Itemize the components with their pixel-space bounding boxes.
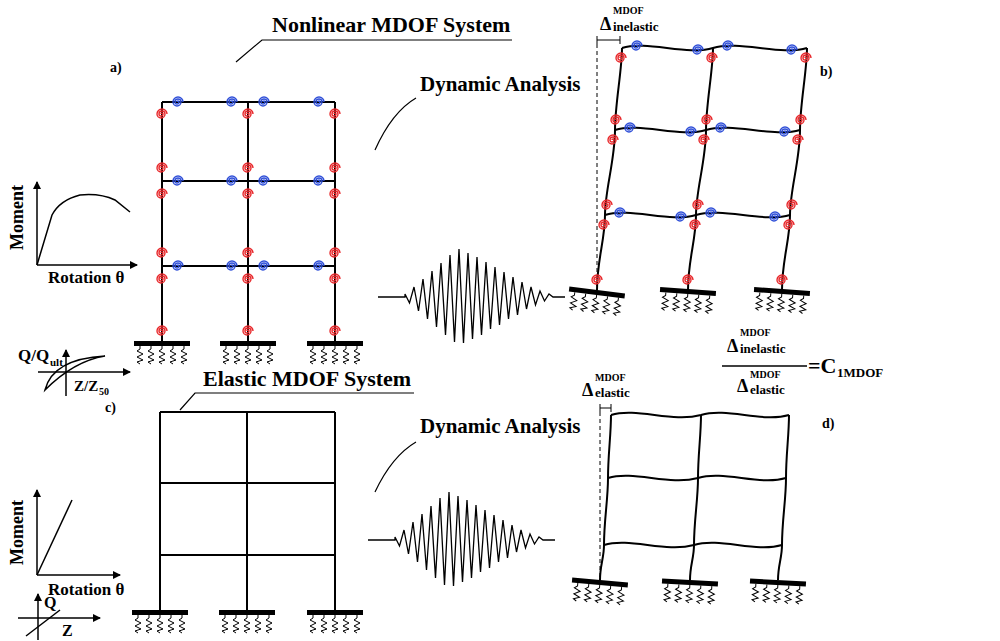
drift-superscript: MDOF — [613, 5, 644, 17]
deformed-elastic-frame — [570, 404, 806, 605]
plot-axes — [18, 182, 137, 640]
drift-subscript: inelastic — [613, 20, 659, 35]
panel-letter: a) — [110, 60, 122, 76]
axis-subscript: ult — [50, 356, 63, 369]
axis-label: Rotation θ — [48, 580, 124, 600]
drift-superscript: MDOF — [595, 372, 626, 384]
fraction-bar — [722, 365, 807, 367]
panel-letter: b) — [820, 64, 832, 80]
nonlinear-frame — [134, 97, 363, 364]
drift-symbol: Δ — [582, 380, 593, 401]
axis-label: Q — [44, 594, 56, 612]
panel-title: Nonlinear MDOF System — [272, 12, 510, 37]
drift-symbol: Δ — [600, 14, 611, 35]
panel-letter: c) — [105, 400, 116, 416]
drift-superscript: MDOF — [740, 327, 771, 339]
axis-subscript: 50 — [99, 386, 109, 398]
elastic-frame — [132, 412, 363, 633]
drift-subscript: inelastic — [740, 342, 786, 357]
ratio-symbol: =C — [808, 353, 836, 378]
process-label: Dynamic Analysis — [420, 414, 580, 438]
deformed-nonlinear-frame — [567, 36, 811, 316]
axis-label: Z — [62, 622, 73, 640]
axis-label: Z/Z — [74, 378, 98, 395]
axis-label: Moment — [7, 185, 28, 250]
axis-label: Q/Q — [18, 346, 49, 366]
panel-title: Elastic MDOF System — [203, 366, 411, 391]
axis-label: Moment — [7, 500, 28, 565]
axis-label: Rotation θ — [48, 268, 124, 288]
drift-superscript: MDOF — [750, 369, 781, 381]
ratio-subscript: 1MDOF — [837, 366, 883, 381]
drift-symbol: Δ — [727, 336, 738, 357]
drift-subscript: elastic — [595, 386, 630, 401]
process-label: Dynamic Analysis — [420, 72, 580, 96]
drift-subscript: elastic — [750, 383, 785, 398]
panel-letter: d) — [822, 416, 834, 432]
drift-symbol: Δ — [737, 376, 748, 397]
